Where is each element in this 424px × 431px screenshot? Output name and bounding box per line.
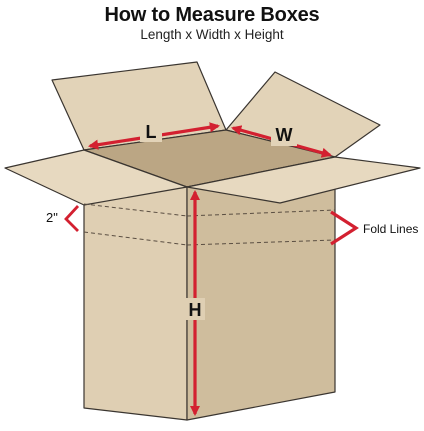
box-front-left-panel <box>83 182 188 421</box>
height-label: H <box>189 300 202 320</box>
flap-depth-label: 2" <box>46 210 58 225</box>
length-label: L <box>146 122 157 142</box>
page-title: How to Measure Boxes <box>104 4 320 26</box>
page-subtitle: Length x Width x Height <box>140 27 284 42</box>
flap-depth-bracket <box>64 205 80 232</box>
fold-lines <box>83 203 336 246</box>
width-label: W <box>276 125 293 145</box>
front-flap-right <box>186 156 421 204</box>
fold-lines-bracket <box>330 210 359 246</box>
fold-lines-label: Fold Lines <box>363 222 418 236</box>
